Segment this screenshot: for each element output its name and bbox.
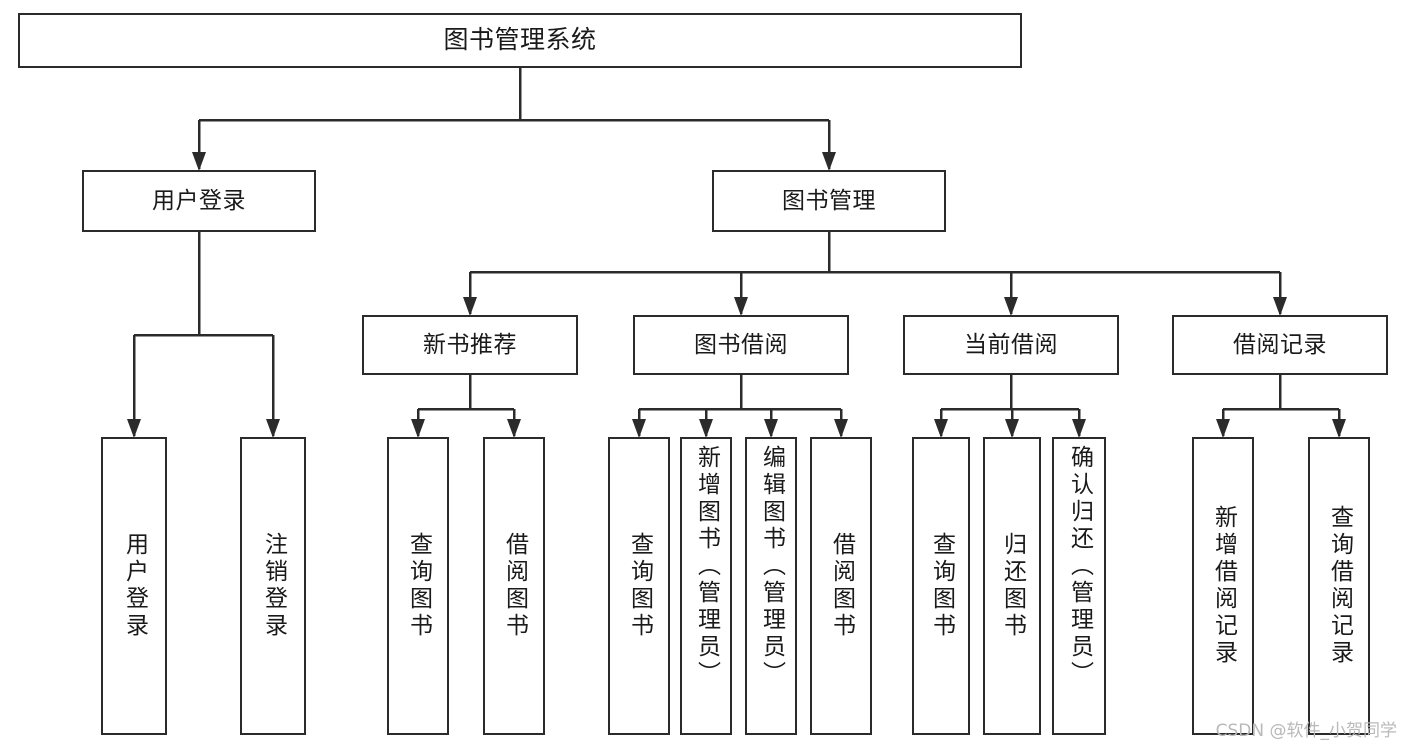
node-label: 当前借阅 xyxy=(964,331,1058,358)
node-label: 用户登录 xyxy=(152,187,246,214)
node-leaf-bb-query[interactable]: 查询图书 xyxy=(608,437,670,735)
node-label: 查询图书 xyxy=(928,532,955,640)
node-leaf-rec-query[interactable]: 查询图书 xyxy=(387,437,449,735)
node-label: 新增图书（管理员） xyxy=(693,445,720,688)
node-leaf-br-query[interactable]: 查询借阅记录 xyxy=(1308,437,1370,735)
watermark-text: CSDN @软件_小贺同学 xyxy=(1215,721,1397,741)
node-leaf-cb-confirm[interactable]: 确认归还（管理员） xyxy=(1052,437,1106,735)
node-label: 查询图书 xyxy=(626,532,653,640)
node-label: 查询图书 xyxy=(405,532,432,640)
node-label: 新书推荐 xyxy=(423,331,517,358)
node-label: 确认归还（管理员） xyxy=(1066,445,1093,688)
node-root[interactable]: 图书管理系统 xyxy=(18,13,1022,68)
node-book-manage[interactable]: 图书管理 xyxy=(712,170,946,232)
node-label: 借阅记录 xyxy=(1233,331,1327,358)
node-new-book-rec[interactable]: 新书推荐 xyxy=(362,315,578,375)
node-leaf-bb-add[interactable]: 新增图书（管理员） xyxy=(680,437,732,735)
node-label: 查询借阅记录 xyxy=(1326,505,1353,667)
node-leaf-bb-borrow[interactable]: 借阅图书 xyxy=(810,437,872,735)
node-leaf-user-logout[interactable]: 注销登录 xyxy=(240,437,306,735)
node-user-login[interactable]: 用户登录 xyxy=(82,170,316,232)
node-leaf-cb-return[interactable]: 归还图书 xyxy=(983,437,1041,735)
node-label: 借阅图书 xyxy=(828,532,855,640)
node-book-borrow[interactable]: 图书借阅 xyxy=(633,315,849,375)
node-leaf-bb-edit[interactable]: 编辑图书（管理员） xyxy=(745,437,797,735)
node-label: 归还图书 xyxy=(999,532,1026,640)
node-label: 图书管理系统 xyxy=(443,25,597,55)
node-label: 编辑图书（管理员） xyxy=(758,445,785,688)
node-leaf-rec-borrow[interactable]: 借阅图书 xyxy=(483,437,545,735)
node-leaf-br-add[interactable]: 新增借阅记录 xyxy=(1192,437,1254,735)
node-leaf-user-login[interactable]: 用户登录 xyxy=(101,437,167,735)
node-label: 借阅图书 xyxy=(501,532,528,640)
node-label: 新增借阅记录 xyxy=(1210,505,1237,667)
node-current-borrow[interactable]: 当前借阅 xyxy=(903,315,1119,375)
node-label: 注销登录 xyxy=(260,532,287,640)
node-borrow-record[interactable]: 借阅记录 xyxy=(1172,315,1388,375)
node-label: 用户登录 xyxy=(121,532,148,640)
node-leaf-cb-query[interactable]: 查询图书 xyxy=(912,437,970,735)
node-label: 图书管理 xyxy=(782,187,876,214)
node-label: 图书借阅 xyxy=(694,331,788,358)
